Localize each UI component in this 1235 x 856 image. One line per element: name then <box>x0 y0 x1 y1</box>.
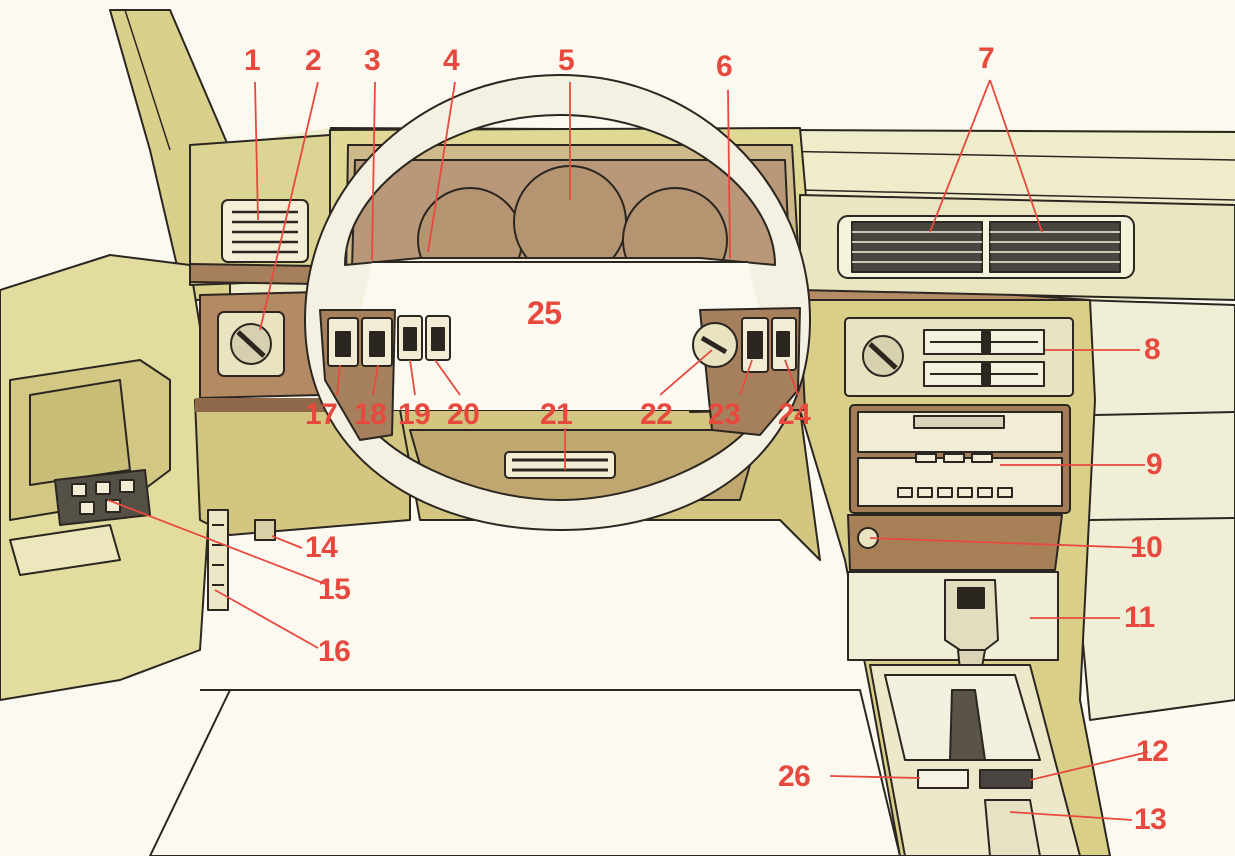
callout-7: 7 <box>978 44 994 74</box>
callout-4: 4 <box>443 46 459 76</box>
console-switch-left <box>918 770 968 788</box>
door-pocket <box>30 380 130 485</box>
lighter-panel <box>848 515 1062 570</box>
callout-8: 8 <box>1144 335 1160 365</box>
callout-1: 1 <box>244 46 260 76</box>
callout-25: 25 <box>527 298 562 328</box>
callout-15: 15 <box>318 575 350 605</box>
callout-16: 16 <box>318 637 350 667</box>
callout-19: 19 <box>398 400 430 430</box>
callout-18: 18 <box>354 400 386 430</box>
callout-21: 21 <box>540 400 572 430</box>
callout-22: 22 <box>640 400 672 430</box>
hood-release <box>255 520 275 540</box>
callout-11: 11 <box>1124 603 1155 633</box>
callout-13: 13 <box>1134 805 1166 835</box>
center-lower-vent <box>505 452 615 478</box>
callout-20: 20 <box>447 400 479 430</box>
console-switch-right <box>980 770 1032 788</box>
callout-17: 17 <box>305 400 337 430</box>
callout-9: 9 <box>1146 450 1162 480</box>
callout-24: 24 <box>778 400 810 430</box>
callout-2: 2 <box>305 46 321 76</box>
callout-26: 26 <box>778 762 810 792</box>
callout-5: 5 <box>558 46 574 76</box>
handbrake <box>985 800 1040 856</box>
callout-12: 12 <box>1136 737 1168 767</box>
callout-3: 3 <box>364 46 380 76</box>
callout-23: 23 <box>708 400 740 430</box>
window-switch-panel <box>55 470 150 525</box>
callout-6: 6 <box>716 52 732 82</box>
callout-10: 10 <box>1130 533 1162 563</box>
callout-14: 14 <box>305 533 337 563</box>
